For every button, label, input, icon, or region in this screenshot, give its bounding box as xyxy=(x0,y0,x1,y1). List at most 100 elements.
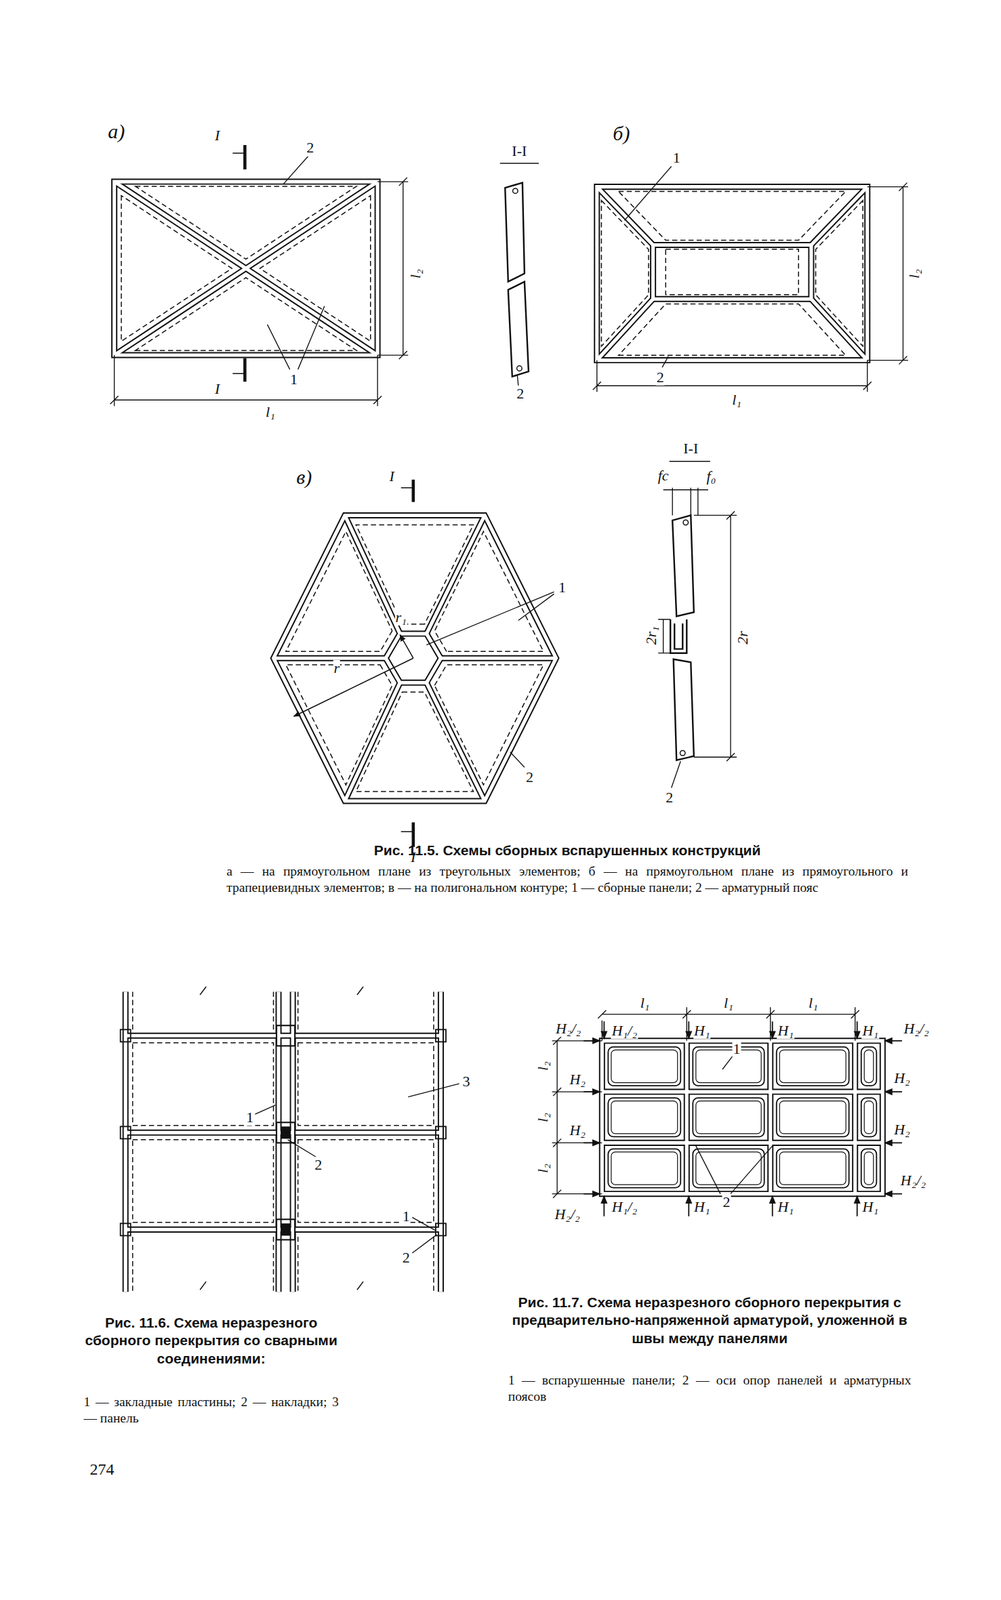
panel-band-inner xyxy=(601,1040,883,1195)
force-arrow xyxy=(884,1040,903,1042)
panel-band xyxy=(114,181,378,356)
dimension-label: H₂ xyxy=(893,1070,911,1087)
panel-band xyxy=(114,181,378,356)
figure-caption: Рис. 11.5. Схемы сборных вспарушенных ко… xyxy=(226,841,909,860)
dimension-label: f₀ xyxy=(706,468,718,485)
leader-line xyxy=(407,1083,459,1098)
reinforcement-dashed xyxy=(618,303,846,356)
radius-line xyxy=(294,658,414,717)
panel-band-inner xyxy=(344,515,400,634)
dimension-label: H₁/₂ xyxy=(611,1198,638,1216)
embedded-plate xyxy=(276,1025,295,1046)
panel-band xyxy=(597,187,654,246)
leader-line xyxy=(624,166,671,221)
vault-panel xyxy=(776,1097,850,1137)
figure-letter: б) xyxy=(611,121,631,144)
callout-number: 2 xyxy=(525,769,535,786)
panel-dashed xyxy=(298,1139,434,1223)
caption-legend: 1 — закладные пластины; 2 — накладки; 3 … xyxy=(83,1394,339,1428)
force-arrow xyxy=(583,1193,600,1195)
panel-band xyxy=(273,655,387,662)
leader-line xyxy=(267,324,290,370)
dimension-label: fc xyxy=(657,467,670,484)
force-arrow xyxy=(856,1196,858,1217)
panel-band xyxy=(597,298,654,360)
reinforcement-dashed xyxy=(355,691,474,792)
dimension-label: l₁ xyxy=(723,994,734,1012)
panel-band xyxy=(114,181,378,356)
panel-band-inner xyxy=(597,187,654,246)
tie-bar-hole xyxy=(517,365,523,372)
panel-band-inner xyxy=(114,181,378,356)
vault-panel-inner xyxy=(611,1049,678,1083)
force-arrow xyxy=(884,1193,903,1195)
figure-caption: Рис. 11.7. Схема неразрезного сборного п… xyxy=(508,1293,912,1348)
callout-number: I-I xyxy=(511,143,528,160)
page-number: 274 xyxy=(90,1460,115,1479)
panel-band xyxy=(125,1032,441,1039)
panel-band xyxy=(811,187,868,246)
embedded-plate xyxy=(120,1029,131,1042)
panel-band-inner xyxy=(426,682,485,802)
vault-panel-inner xyxy=(611,1152,678,1185)
leader-line xyxy=(722,1055,733,1070)
callout-number: I-I xyxy=(682,440,699,457)
dimension-label: H₁ xyxy=(693,1022,711,1039)
callout-number: 1 xyxy=(289,371,299,388)
reinforcement-dashed xyxy=(618,191,846,240)
dimension-label: H₂/₂ xyxy=(900,1172,927,1189)
vault-panel-inner xyxy=(696,1049,762,1083)
force-arrow xyxy=(884,1091,903,1093)
cover-plate xyxy=(280,1223,291,1236)
break-mark xyxy=(199,986,364,1290)
force-arrow xyxy=(583,1040,600,1042)
vault-panel xyxy=(607,1148,681,1188)
dimension-label: I xyxy=(214,127,221,144)
panel-band-inner xyxy=(597,187,868,361)
reinforcement-dashed xyxy=(601,200,649,347)
panel-band xyxy=(344,515,400,634)
force-arrow xyxy=(687,1196,690,1217)
drawing-layer xyxy=(110,145,909,1292)
panel-band-inner xyxy=(385,633,441,683)
panel-band xyxy=(440,655,556,662)
dimension-label: l₁ xyxy=(731,391,743,408)
panel-band-inner xyxy=(811,298,868,360)
reinforcement-dashed xyxy=(286,664,393,785)
dimension-label: l₂ xyxy=(407,268,424,280)
leader-line xyxy=(426,591,554,645)
vault-panel-inner xyxy=(779,1152,846,1185)
vault-panel xyxy=(692,1148,764,1188)
leader-line xyxy=(730,1146,773,1195)
reinforcement-dashed xyxy=(121,195,232,342)
dimension-label: l₁ xyxy=(807,994,819,1012)
panel-band xyxy=(601,1089,883,1096)
section-mark xyxy=(244,145,413,848)
force-arrow xyxy=(771,1196,774,1217)
dimension-label: I xyxy=(388,468,395,485)
leader-line xyxy=(254,1105,276,1115)
reinforcement-dashed xyxy=(135,186,357,260)
vault-panel-inner xyxy=(864,1152,874,1185)
panel-band xyxy=(385,633,441,683)
reinforcement-dashed xyxy=(286,531,393,652)
dimension-label: 2r xyxy=(734,630,751,646)
dimension-label: H₂ xyxy=(568,1122,587,1139)
panel-band-inner xyxy=(426,515,485,634)
callout-number: 2 xyxy=(664,789,674,806)
panel-band-inner xyxy=(344,682,400,802)
embedded-plate xyxy=(435,1223,446,1236)
panel-band-inner xyxy=(601,1141,883,1145)
panel-band xyxy=(601,1139,883,1147)
vault-panel xyxy=(692,1047,764,1086)
vault-panel-inner xyxy=(696,1152,762,1185)
dimension-label: r₁ xyxy=(395,609,408,626)
leader-line xyxy=(412,1217,436,1231)
leader-line xyxy=(283,155,309,184)
panel-band xyxy=(597,187,868,361)
panel-band-inner xyxy=(114,181,378,356)
embedded-plate xyxy=(435,1029,446,1042)
dimension-label: H₂ xyxy=(568,1071,587,1088)
